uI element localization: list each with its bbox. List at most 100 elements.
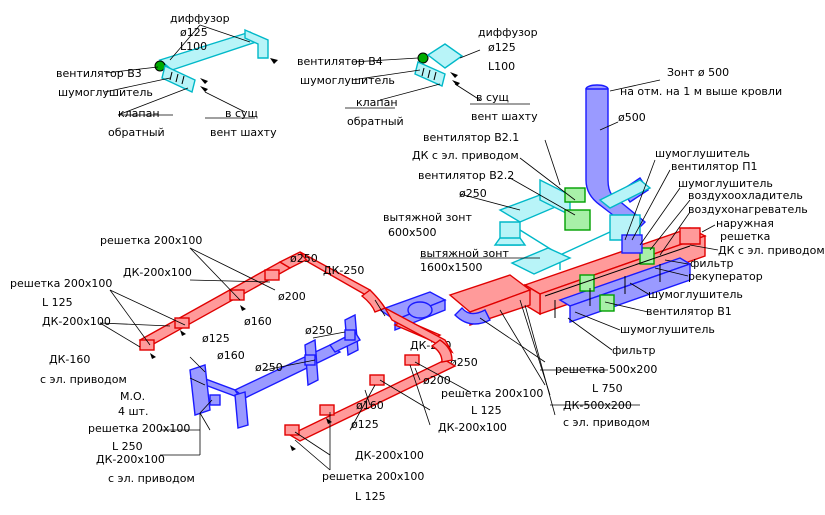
d125-b-label: ø125 xyxy=(351,418,379,431)
b3-silencer xyxy=(161,65,196,93)
grille-200-e-label: решетка 200х100 xyxy=(88,422,190,435)
b3-group xyxy=(104,24,278,119)
dk-200-e-label: ДК-200х100 xyxy=(438,421,507,434)
outdoor-grille xyxy=(679,227,701,245)
d160-c-label: ø160 xyxy=(356,399,384,412)
hood-label: Зонт ø 500 xyxy=(667,66,729,79)
lower-grille-2 xyxy=(319,404,335,416)
lower-supply-duct xyxy=(288,359,457,442)
d200-b-label: ø200 xyxy=(423,374,451,387)
valve-b3-label: клапан xyxy=(118,107,160,120)
dk-160-drive-label: с эл. приводом xyxy=(40,373,127,386)
valve-b4-label-2: обратный xyxy=(347,115,404,128)
lower-grille-3 xyxy=(369,374,385,386)
dk-200-d-label: ДК-200х100 xyxy=(355,449,424,462)
fan-b21-box xyxy=(564,187,586,203)
b3-diffuser-duct xyxy=(244,28,269,59)
exhaust-hood-2-label: вытяжной зонт xyxy=(420,247,509,260)
d160-b-label: ø160 xyxy=(217,349,245,362)
b4-silencer xyxy=(414,61,446,87)
shaft-b4-label-2: вент шахту xyxy=(471,110,538,123)
diffuser-b4-label: диффузор xyxy=(478,26,538,39)
upper-grille-4 xyxy=(264,269,280,281)
air-heater-label: воздухонагреватель xyxy=(688,203,808,216)
recuperator-label: рекуператор xyxy=(688,270,763,283)
diffuser-b4-len: L100 xyxy=(488,60,515,73)
dk-200-c-label: ДК-200х100 xyxy=(96,453,165,466)
l750-label: L 750 xyxy=(592,382,623,395)
silencer-r4-label: шумоглушитель xyxy=(620,323,715,336)
dk-500-label: ДК-500х200 xyxy=(563,399,632,412)
exhaust-riser-1 xyxy=(189,364,211,416)
vertical-exhaust-duct xyxy=(585,88,647,233)
diffuser-b4-size: ø125 xyxy=(488,41,516,54)
exhaust-hood-1-size: 600х500 xyxy=(388,226,437,239)
shaft-b3-label: в сущ xyxy=(225,107,258,120)
silencer-r1-label: шумоглушитель xyxy=(655,147,750,160)
l125-b-label: L 125 xyxy=(471,404,502,417)
lower-grille-4 xyxy=(404,354,420,366)
d250-e-label: ø250 xyxy=(305,324,333,337)
l125-a-label: L 125 xyxy=(42,296,73,309)
fan-b3-label: вентилятор В3 xyxy=(56,67,142,80)
shaft-b4-label: в сущ xyxy=(476,91,509,104)
dk-250-label: ДК-250 xyxy=(323,264,364,277)
grille-200-b-label: решетка 200х100 xyxy=(10,277,112,290)
silencer-r2-label: шумоглушитель xyxy=(678,177,773,190)
dk-200-c-drive-label: с эл. приводом xyxy=(108,472,195,485)
exhaust-hood-1-label: вытяжной зонт xyxy=(383,211,472,224)
silencer-b3-label: шумоглушитель xyxy=(58,86,153,99)
b2-group xyxy=(420,139,652,275)
dk-500-drive-label: с эл. приводом xyxy=(563,416,650,429)
ahu xyxy=(523,159,719,351)
fan-b21-label: вентилятор В2.1 xyxy=(423,131,519,144)
upper-supply xyxy=(99,247,387,359)
upper-grille-3 xyxy=(139,339,155,351)
fan-p1-label: вентилятор П1 xyxy=(671,160,758,173)
mo-count-label: 4 шт. xyxy=(118,405,148,418)
outdoor-label: наружная xyxy=(716,217,774,230)
d200-a-label: ø200 xyxy=(278,290,306,303)
dk-drive-label: ДК с эл. приводом xyxy=(412,149,519,162)
silencer-r3-label: шумоглушитель xyxy=(648,288,743,301)
d250-c-label: ø250 xyxy=(450,356,478,369)
dk-160-label: ДК-160 xyxy=(49,353,90,366)
silencer-b4-label: шумоглушитель xyxy=(300,74,395,87)
d250-d-label: ø250 xyxy=(255,361,283,374)
fan-b1-label: вентилятор В1 xyxy=(646,305,732,318)
valve-b3-label-2: обратный xyxy=(108,126,165,139)
d250-a-label: ø250 xyxy=(459,187,487,200)
upper-grille-1 xyxy=(229,289,245,301)
grille-200-d-label: решетка 200х100 xyxy=(441,387,543,400)
d250-b-label: ø250 xyxy=(290,252,318,265)
grille-500-label: решетка 500х200 xyxy=(555,363,657,376)
exhaust-hood-2-size: 1600х1500 xyxy=(420,261,483,274)
air-cooler-label: воздухоохладитель xyxy=(688,189,803,202)
l250-label: L 250 xyxy=(112,440,143,453)
fan-b22-box xyxy=(564,209,591,231)
grille-label: решетка xyxy=(720,230,770,243)
lower-exhaust-duct xyxy=(233,344,342,399)
d125-a-label: ø125 xyxy=(202,332,230,345)
fan-b22-label: вентилятор В2.2 xyxy=(418,169,514,182)
mo-label: М.О. xyxy=(120,390,145,403)
filter-r-label: фильтр xyxy=(690,257,733,270)
grille-200-f-label: решетка 200х100 xyxy=(322,470,424,483)
hood-1600 xyxy=(510,247,572,275)
diffuser-top-label: диффузор xyxy=(170,12,230,25)
dk-200-a-label: ДК-200х100 xyxy=(123,266,192,279)
shaft-b3-label-2: вент шахту xyxy=(210,126,277,139)
lower-grille-1 xyxy=(284,424,300,436)
grille-200-a-label: решетка 200х100 xyxy=(100,234,202,247)
dk-200-b-label: ДК-200х100 xyxy=(42,315,111,328)
hood-label-2: на отм. на 1 м выше кровли xyxy=(620,85,782,98)
b4-duct xyxy=(426,43,464,69)
l125-c-label: L 125 xyxy=(355,490,386,503)
upper-grille-2 xyxy=(174,317,190,329)
d500-label: ø500 xyxy=(618,111,646,124)
filter-r2-label: фильтр xyxy=(612,344,655,357)
lower-supply xyxy=(284,306,471,471)
dk-drive-2-label: ДК с эл. приводом xyxy=(718,244,825,257)
fan-b4-label: вентилятор В4 xyxy=(297,55,383,68)
